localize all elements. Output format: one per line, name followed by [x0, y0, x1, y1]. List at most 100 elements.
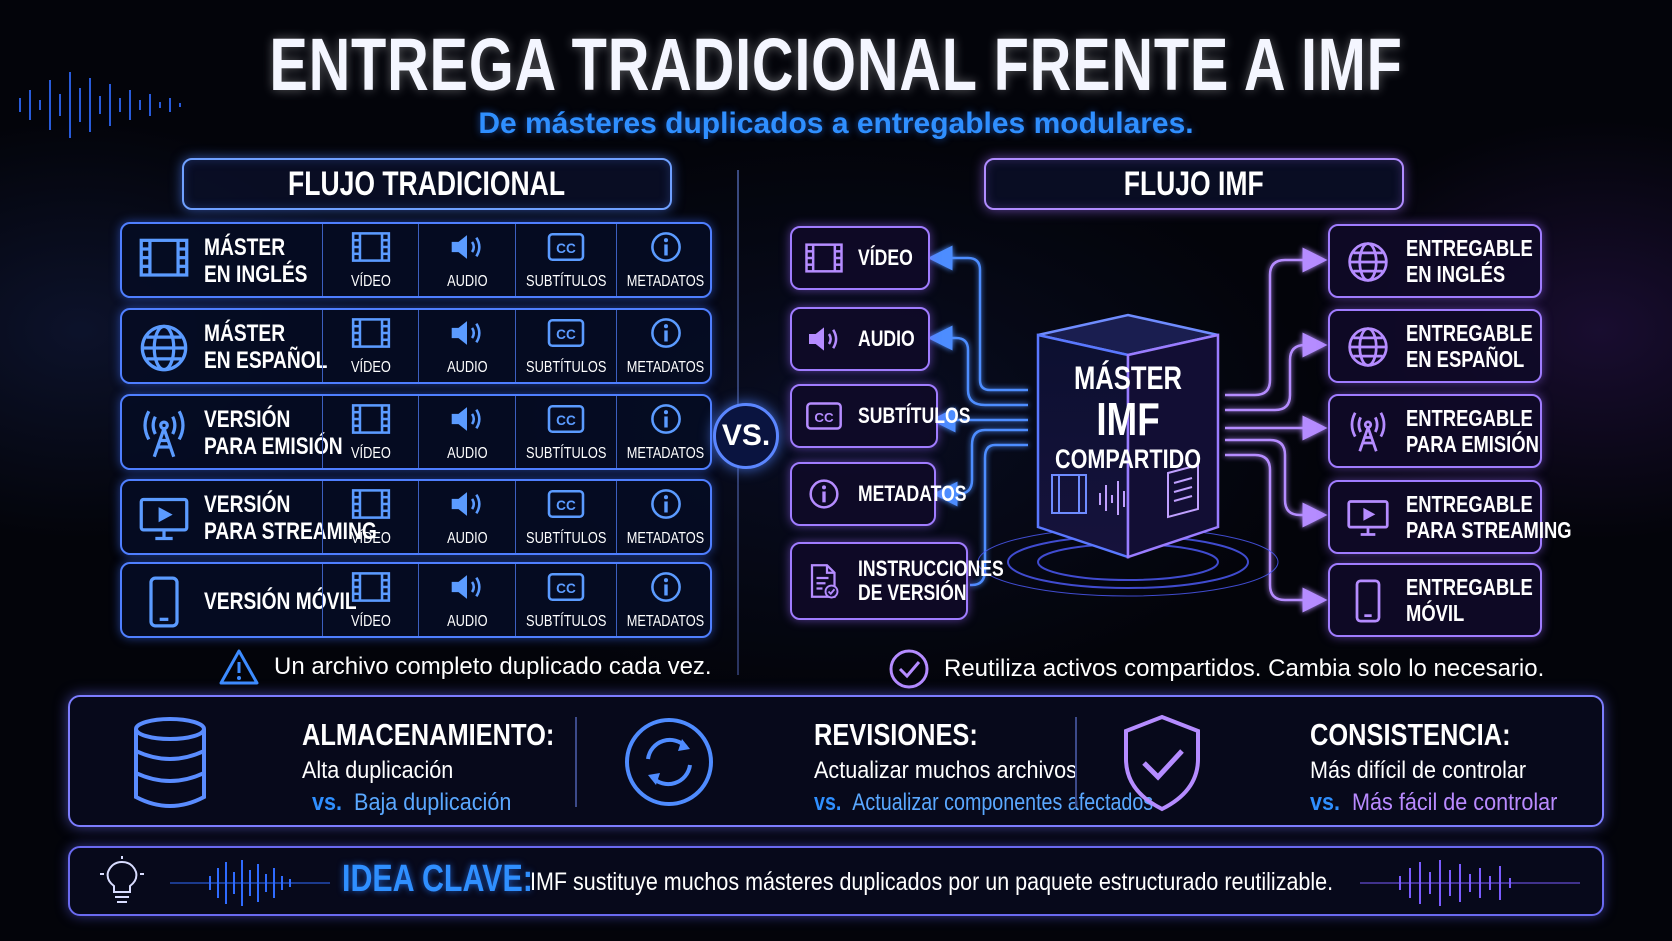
traditional-header: FLUJO TRADICIONAL — [182, 158, 672, 210]
component-cell: CC SUBTÍTULOS — [514, 310, 616, 382]
component-cell: METADATOS — [616, 481, 714, 553]
deliverable-label: ENTREGABLE EN ESPAÑOL — [1406, 320, 1533, 372]
info-icon — [644, 230, 688, 269]
input-line2: DE VERSIÓN — [858, 580, 967, 605]
traditional-row: MÁSTER EN INGLÉS VÍDEO AUDIO CC SUBTÍTUL… — [120, 222, 712, 298]
cube-line1: MÁSTER — [1073, 360, 1183, 396]
speaker-icon — [445, 316, 489, 355]
film-icon — [349, 230, 393, 269]
deliverable-line2: EN INGLÉS — [1406, 261, 1506, 287]
cc-icon: CC — [544, 487, 588, 526]
database-icon — [134, 717, 206, 808]
svg-text:CC: CC — [556, 326, 576, 341]
broadcast-tower-icon — [138, 408, 190, 460]
deliverable-line2: PARA STREAMING — [1406, 517, 1572, 543]
svg-text:CC: CC — [556, 580, 576, 595]
monitor-play-icon — [138, 493, 190, 545]
storage-traditional: Alta duplicación — [302, 757, 454, 784]
imf-deliverable-1: ENTREGABLE EN INGLÉS — [1328, 224, 1542, 298]
film-icon — [349, 570, 393, 609]
imf-input-5: INSTRUCCIONES DE VERSIÓN — [790, 542, 1004, 620]
speaker-icon — [445, 487, 489, 526]
traditional-note-text: Un archivo completo duplicado cada vez. — [274, 653, 712, 680]
component-cells: VÍDEO AUDIO CC SUBTÍTULOS METADATOS — [322, 396, 714, 468]
imf-deliverable-3: ENTREGABLE PARA EMISIÓN — [1328, 394, 1542, 468]
refresh-icon — [625, 718, 713, 806]
shield-check-icon — [1124, 714, 1200, 812]
imf-deliverable-2: ENTREGABLE EN ESPAÑOL — [1328, 309, 1542, 383]
svg-text:CC: CC — [556, 412, 576, 427]
component-cell: VÍDEO — [322, 564, 418, 636]
imf-input-label: VÍDEO — [858, 228, 913, 288]
vs-badge: VS. — [713, 403, 779, 469]
comparison-consistency: CONSISTENCIA: Más difícil de controlar v… — [1120, 697, 1590, 825]
imf-input-label: AUDIO — [858, 309, 915, 369]
cc-icon: CC — [544, 402, 588, 441]
warning-icon — [219, 649, 259, 685]
film-icon — [138, 236, 190, 288]
imf-input-label: SUBTÍTULOS — [858, 386, 970, 446]
component-cells: VÍDEO AUDIO CC SUBTÍTULOS METADATOS — [322, 564, 714, 636]
deliverable-line1: ENTREGABLE — [1406, 405, 1533, 431]
imf-header: FLUJO IMF — [984, 158, 1404, 210]
svg-text:CC: CC — [814, 410, 834, 425]
svg-text:CC: CC — [556, 240, 576, 255]
component-label: AUDIO — [446, 444, 488, 462]
traditional-row: VERSIÓN MÓVIL VÍDEO AUDIO CC SUBTÍTULOS … — [120, 562, 712, 638]
component-cell: VÍDEO — [322, 224, 418, 296]
component-cell: AUDIO — [418, 224, 514, 296]
component-label: METADATOS — [626, 272, 705, 290]
speaker-icon — [445, 402, 489, 441]
component-cell: METADATOS — [616, 224, 714, 296]
imf-deliverable-5: ENTREGABLE MÓVIL — [1328, 563, 1542, 637]
comparison-panel: ALMACENAMIENTO: Alta duplicación vs. Baj… — [68, 695, 1604, 827]
film-icon — [349, 402, 393, 441]
component-label: AUDIO — [446, 272, 488, 290]
input-line1: VÍDEO — [858, 245, 913, 270]
imf-input-2: AUDIO — [790, 307, 930, 371]
deliverable-label: ENTREGABLE PARA STREAMING — [1406, 491, 1572, 543]
component-label: METADATOS — [626, 612, 705, 630]
traditional-row: VERSIÓN PARA STREAMING VÍDEO AUDIO CC SU… — [120, 479, 712, 555]
page-title: ENTREGA TRADICIONAL FRENTE A IMF — [269, 23, 1403, 106]
deliverable-line2: EN ESPAÑOL — [1406, 346, 1525, 372]
imf-input-label: INSTRUCCIONES DE VERSIÓN — [858, 544, 1004, 618]
waveform-left-icon — [19, 72, 181, 138]
page-subtitle: De másteres duplicados a entregables mod… — [478, 107, 1194, 140]
component-cell: AUDIO — [418, 564, 514, 636]
info-icon — [644, 570, 688, 609]
film-icon — [349, 316, 393, 355]
component-cell: VÍDEO — [322, 396, 418, 468]
revisions-title: REVISIONES: — [814, 717, 978, 752]
component-label: AUDIO — [446, 529, 488, 547]
consistency-vs: vs. — [1310, 789, 1341, 816]
consistency-imf: Más fácil de controlar — [1352, 789, 1558, 816]
film-icon — [349, 487, 393, 526]
consistency-title: CONSISTENCIA: — [1310, 717, 1511, 752]
traditional-row: MÁSTER EN ESPAÑOL VÍDEO AUDIO CC SUBTÍTU… — [120, 308, 712, 384]
imf-input-1: VÍDEO — [790, 226, 930, 290]
component-label: SUBTÍTULOS — [525, 612, 607, 630]
input-line1: METADATOS — [858, 481, 967, 506]
storage-title: ALMACENAMIENTO: — [302, 717, 555, 752]
cc-icon: CC — [544, 316, 588, 355]
traditional-row-name: MÁSTER EN INGLÉS — [204, 234, 316, 288]
input-line1: SUBTÍTULOS — [858, 403, 971, 428]
component-cells: VÍDEO AUDIO CC SUBTÍTULOS METADATOS — [322, 310, 714, 382]
info-icon — [644, 402, 688, 441]
info-icon — [644, 487, 688, 526]
deliverable-label: ENTREGABLE PARA EMISIÓN — [1406, 405, 1539, 457]
component-cell: AUDIO — [418, 481, 514, 553]
component-label: SUBTÍTULOS — [525, 444, 607, 462]
cube-line3: COMPARTIDO — [1055, 444, 1201, 474]
component-cell: AUDIO — [418, 396, 514, 468]
imf-cube-label: MÁSTER IMF COMPARTIDO — [1028, 362, 1228, 473]
component-label: AUDIO — [446, 358, 488, 376]
imf-cube-icon — [1036, 313, 1220, 559]
deliverable-line2: MÓVIL — [1406, 600, 1465, 626]
traditional-row: VERSIÓN PARA EMISIÓN VÍDEO AUDIO CC SUBT… — [120, 394, 712, 470]
revisions-imf: Actualizar componentes afectados — [852, 789, 1154, 816]
component-label: METADATOS — [626, 529, 705, 547]
component-label: VÍDEO — [350, 529, 391, 547]
